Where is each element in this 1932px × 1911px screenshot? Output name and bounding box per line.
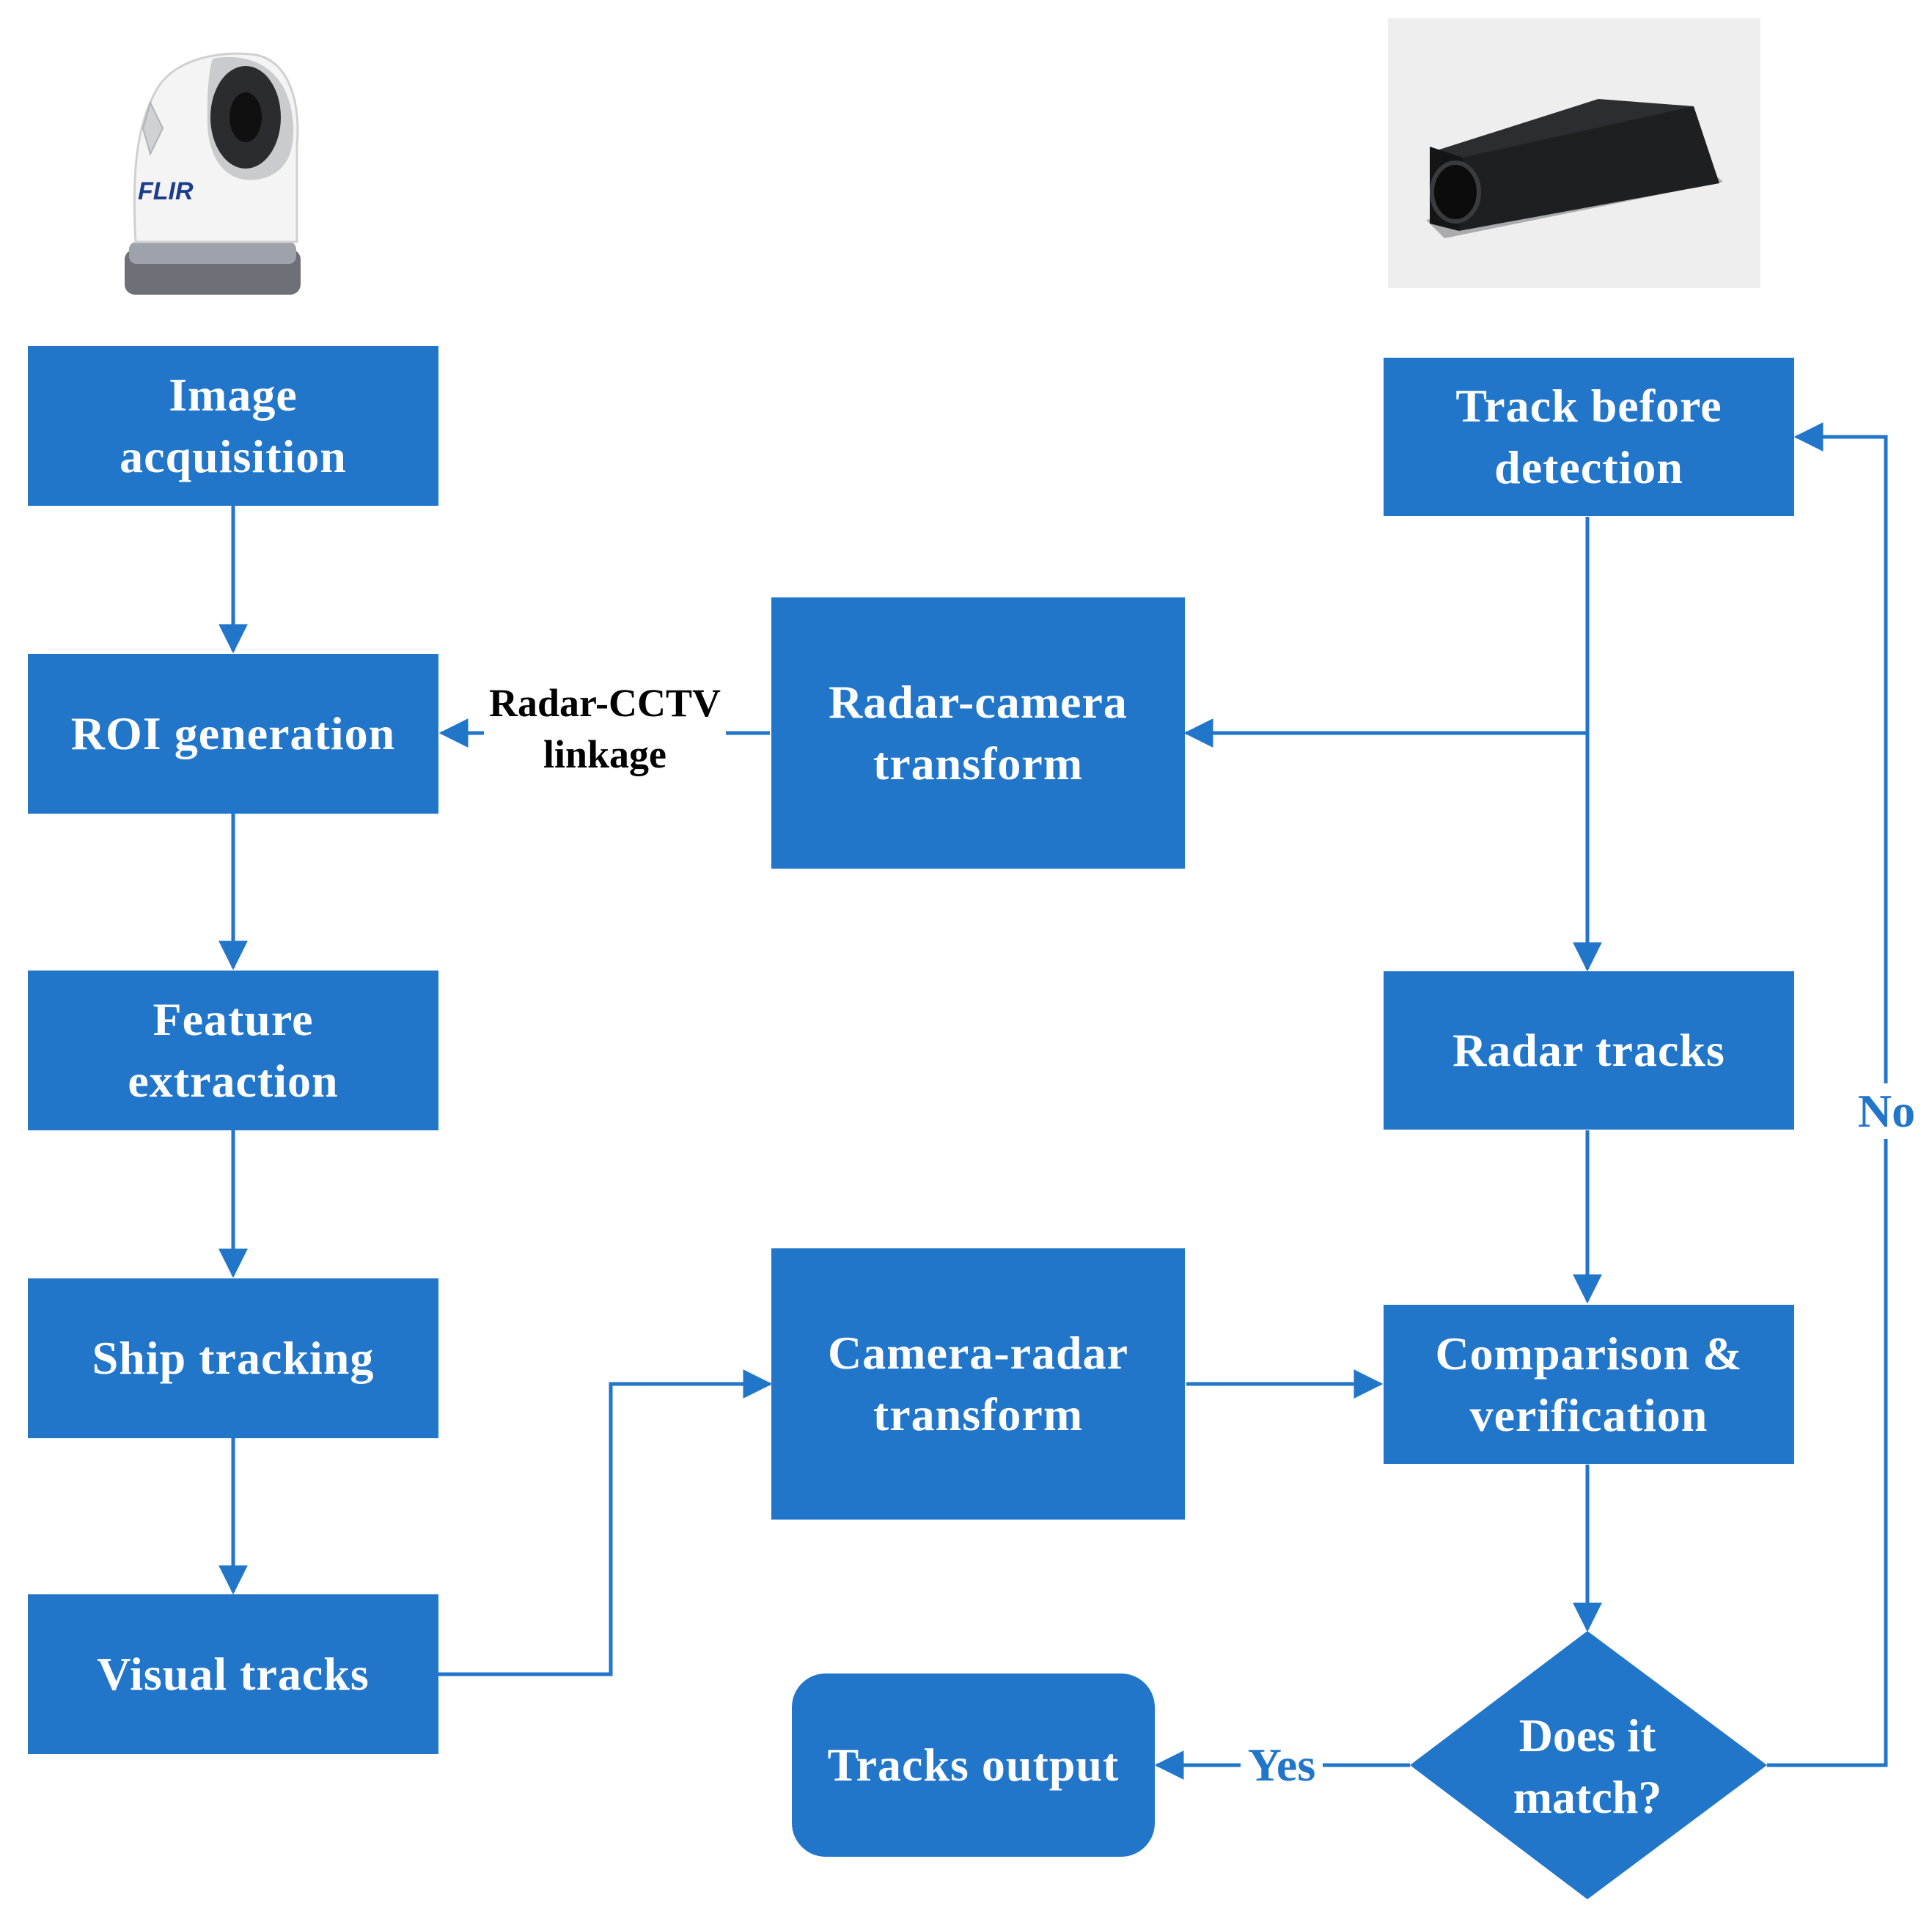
radar-tracks-box: Radar tracks [1384, 971, 1794, 1130]
radar-sensor-icon [1388, 18, 1760, 288]
roi-generation-box: ROI generation [28, 654, 438, 814]
linkage-label: Radar-CCTV linkage [484, 677, 726, 780]
camera-brand: FLIR [138, 177, 194, 205]
camera-radar-transform-box: Camera-radar transform [771, 1248, 1185, 1520]
decision-text: Does it match? [1513, 1709, 1662, 1823]
tracks-output-box: Tracks output [792, 1673, 1155, 1857]
radar-camera-transform-box: Radar-camera transform [771, 597, 1185, 869]
thermal-camera-icon: FLIR [125, 52, 301, 295]
comparison-verification-box: Comparison & verification [1384, 1305, 1794, 1464]
feature-extraction-box: Feature extraction [28, 971, 438, 1130]
visual-tracks-box: Visual tracks [28, 1594, 438, 1754]
ship-tracking-box: Ship tracking [28, 1278, 438, 1438]
track-before-detection-box: Track before detection [1384, 358, 1794, 516]
decision-diamond [1410, 1631, 1767, 1899]
image-acquisition-box: Image acquisition [28, 346, 438, 506]
no-label: No [1854, 1083, 1920, 1139]
yes-label: Yes [1241, 1739, 1323, 1792]
